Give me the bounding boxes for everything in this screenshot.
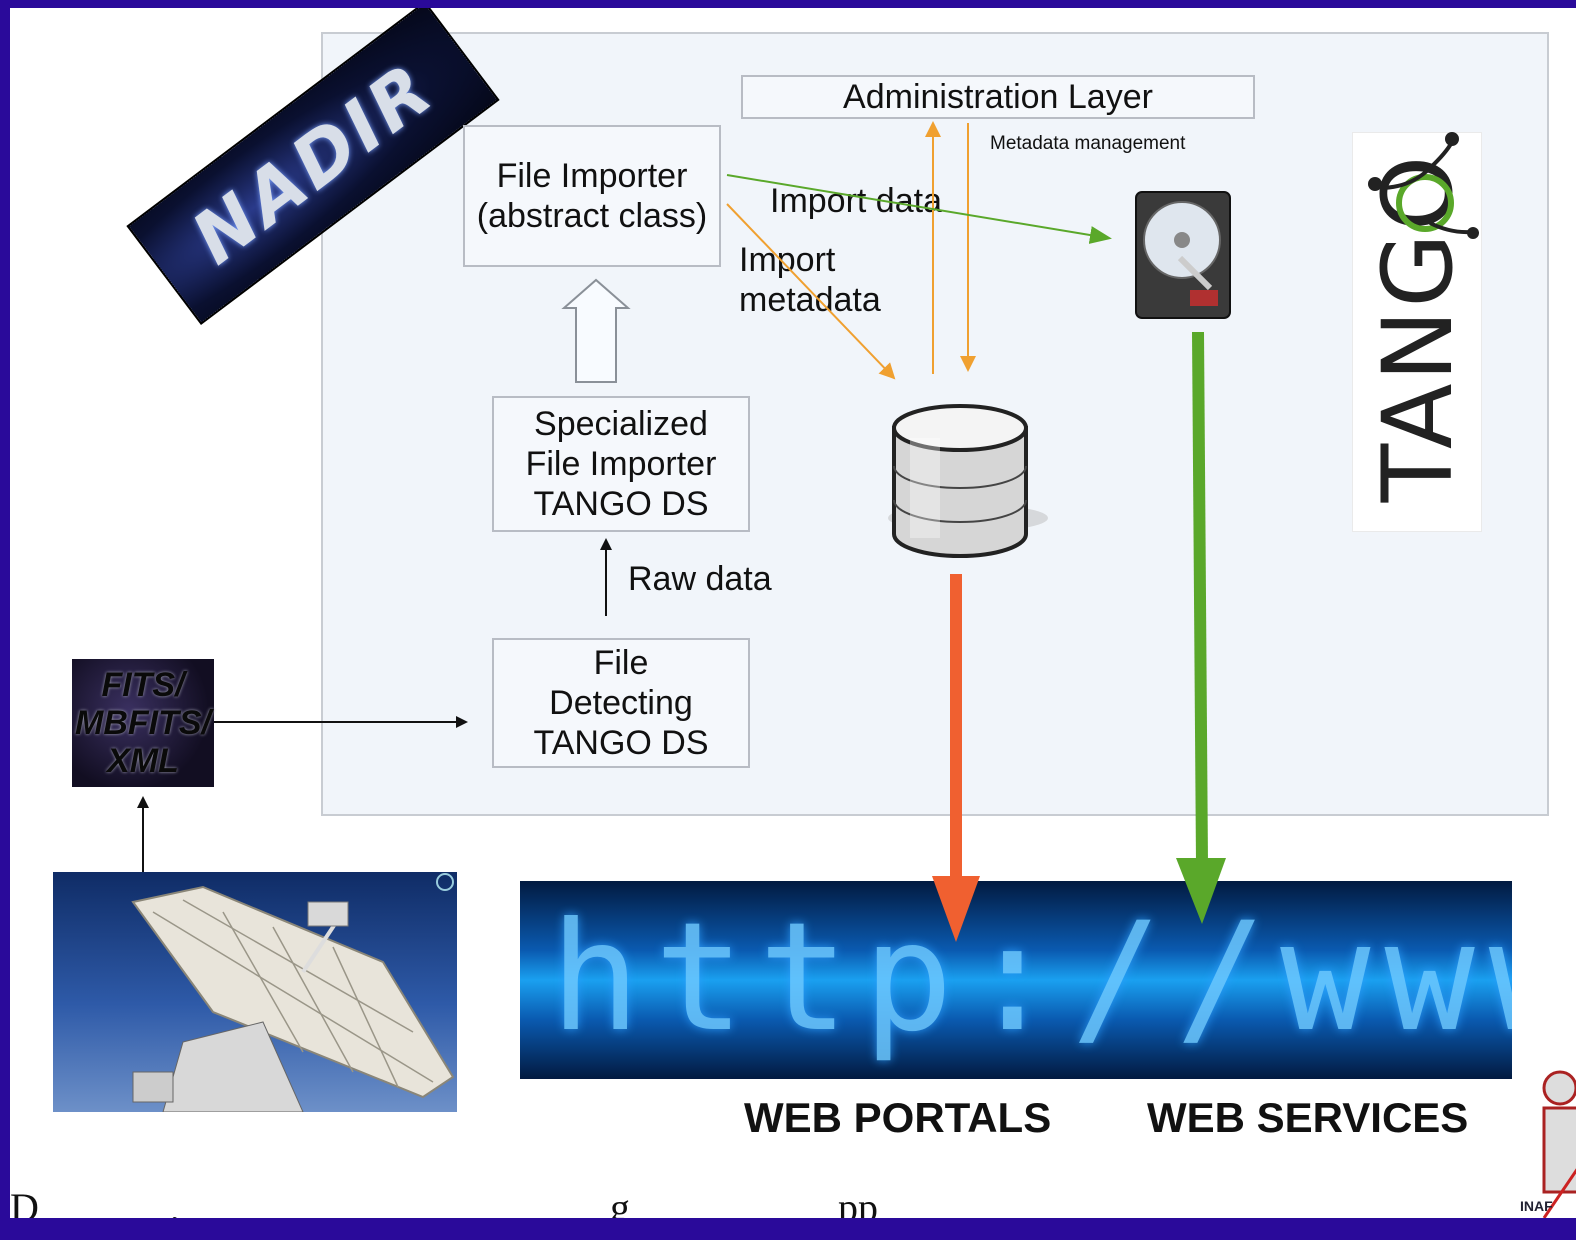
raw-data-label: Raw data xyxy=(628,560,772,598)
file-importer-box: File Importer (abstract class) xyxy=(463,125,721,267)
footer-text-mid2: g xyxy=(610,1185,630,1218)
inaf-logo-text: INAF xyxy=(1520,1198,1553,1214)
import-data-arrow xyxy=(726,174,1112,244)
footer-text-mid1: , xyxy=(170,1185,180,1218)
http-banner-text: http://www xyxy=(550,891,1512,1065)
import-data-label: Import data xyxy=(770,182,942,220)
inaf-logo-drawing xyxy=(1542,1070,1576,1218)
inheritance-arrow xyxy=(561,278,631,383)
metadata-management-label: Metadata management xyxy=(990,133,1186,154)
database-icon xyxy=(888,404,1048,558)
http-banner-image: http://www xyxy=(520,881,1512,1079)
db-to-portals-arrow-head xyxy=(932,876,980,942)
inaf-logo: INAF xyxy=(1520,1068,1576,1218)
radio-telescope-drawing xyxy=(131,873,455,1112)
disk-to-services-arrow-head xyxy=(1176,858,1226,924)
fits-mbfits-xml-image: FITS/ MBFITS/ XML xyxy=(72,659,214,787)
import-metadata-arrow xyxy=(726,203,896,380)
web-portals-label: WEB PORTALS xyxy=(744,1094,1052,1141)
specialized-file-importer-box: Specialized File Importer TANGO DS xyxy=(492,396,750,532)
web-services-label: WEB SERVICES xyxy=(1147,1094,1469,1141)
slide: NADIR Administration Layer File Importer… xyxy=(10,8,1576,1218)
diagram-connectors xyxy=(137,121,1479,942)
footer-text-mid3: pp xyxy=(838,1185,878,1218)
disk-to-services-arrow-shaft xyxy=(1192,331,1208,865)
radio-telescope-image xyxy=(53,872,457,1112)
footer-text-left: D xyxy=(10,1185,39,1218)
file-detecting-box: File Detecting TANGO DS xyxy=(492,638,750,768)
hard-disk-icon xyxy=(1135,191,1231,319)
tango-logo-mark xyxy=(1368,132,1479,239)
administration-layer-box: Administration Layer xyxy=(741,75,1255,119)
tango-logo: TANGO xyxy=(1353,133,1481,531)
import-metadata-label: Import metadata xyxy=(739,241,881,319)
